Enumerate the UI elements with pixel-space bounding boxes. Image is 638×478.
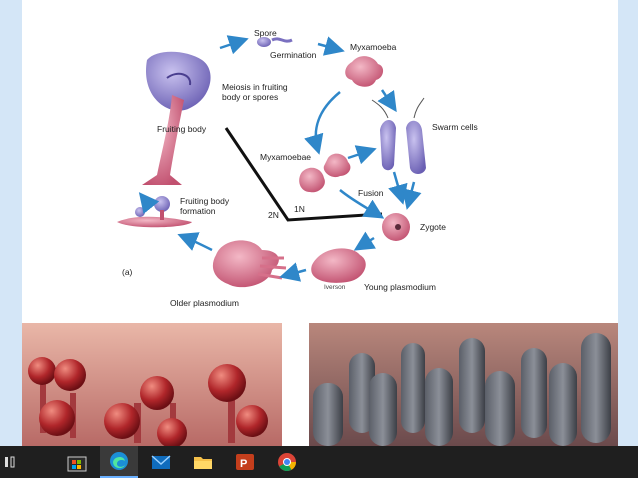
label-myxamoebae: Myxamoebae <box>260 152 311 162</box>
swarm-cells-illustration <box>371 97 426 174</box>
label-2n: 2N <box>268 210 279 220</box>
chrome-button[interactable] <box>268 446 306 478</box>
label-young-plasmodium: Young plasmodium <box>364 282 436 292</box>
life-cycle-arrows <box>138 35 422 282</box>
ploidy-divider-line <box>224 127 383 222</box>
label-myxamoeba: Myxamoeba <box>350 42 397 52</box>
label-credit: Iverson <box>324 284 346 291</box>
file-explorer-button[interactable] <box>184 446 222 478</box>
microsoft-store-button[interactable] <box>58 446 96 478</box>
label-fruiting-body: Fruiting body <box>157 124 207 134</box>
zygote-illustration <box>382 213 410 241</box>
slide-border-right <box>618 0 638 446</box>
young-plasmodium-illustration <box>311 248 366 283</box>
label-fruiting-formation-line1: Fruiting body <box>180 196 230 206</box>
label-swarm-cells: Swarm cells <box>432 122 478 132</box>
mail-button[interactable] <box>142 446 180 478</box>
edge-browser-button[interactable] <box>100 446 138 478</box>
label-meiosis-line1: Meiosis in fruiting <box>222 82 288 92</box>
label-spore: Spore <box>254 28 277 38</box>
photo-red-fruiting-bodies <box>22 323 282 446</box>
slide: Spore Germination Myxamoeba Swarm cells … <box>22 0 618 446</box>
microsoft-store-icon <box>67 456 87 472</box>
label-meiosis-line2: body or spores <box>222 92 278 102</box>
myxamoebae-illustration <box>299 153 351 193</box>
powerpoint-button[interactable]: P <box>226 446 264 478</box>
label-fruiting-formation-line2: formation <box>180 206 216 216</box>
windows-taskbar: P <box>0 446 638 478</box>
label-panel-a: (a) <box>122 267 133 277</box>
mail-icon <box>151 455 171 469</box>
label-germination: Germination <box>270 50 317 60</box>
spore-illustration <box>257 37 293 47</box>
powerpoint-icon: P <box>236 454 254 470</box>
label-fusion: Fusion <box>358 188 384 198</box>
chrome-icon <box>278 453 296 472</box>
svg-text:P: P <box>240 458 247 470</box>
myxamoeba-illustration <box>345 56 384 87</box>
edge-browser-icon <box>110 452 128 470</box>
older-plasmodium-illustration <box>212 240 287 288</box>
fruiting-body-illustration <box>142 51 211 185</box>
task-view-button[interactable] <box>0 446 20 478</box>
label-1n: 1N <box>294 204 305 214</box>
label-zygote: Zygote <box>420 222 446 232</box>
slide-border-left <box>0 0 22 446</box>
label-older-plasmodium: Older plasmodium <box>170 298 239 308</box>
file-explorer-icon <box>194 457 212 469</box>
task-view-icon <box>5 456 15 468</box>
slime-mold-life-cycle-diagram: Spore Germination Myxamoeba Swarm cells … <box>117 28 478 308</box>
photo-dark-sporangia <box>309 323 618 446</box>
